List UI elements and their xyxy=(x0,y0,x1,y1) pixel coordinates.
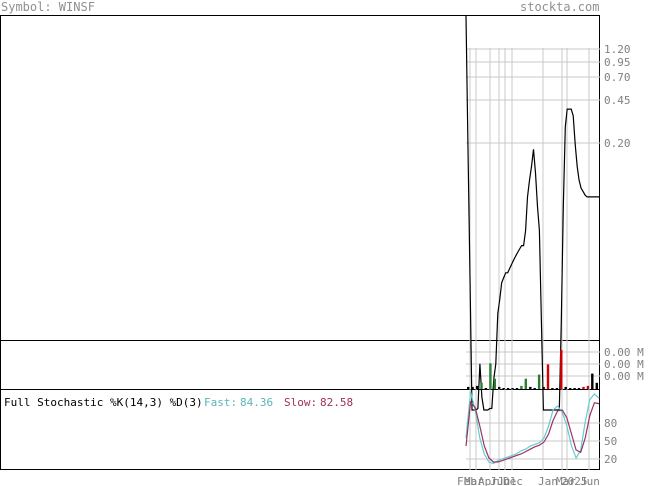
volume-bar-13 xyxy=(520,385,523,389)
price-tick-1: 1.20 xyxy=(604,43,631,56)
volume-bar-15 xyxy=(529,386,532,389)
volume-bar-8 xyxy=(498,386,501,389)
volume-bar-16 xyxy=(533,388,536,389)
volume-bar-27 xyxy=(582,386,585,389)
price-panel-frame xyxy=(0,15,600,341)
x-label-jan: Jan xyxy=(538,475,558,486)
price-tick-3: 0.70 xyxy=(604,71,631,84)
slow-value: 82.58 xyxy=(320,396,353,409)
volume-bar-1 xyxy=(467,386,470,389)
x-label-apr: Apr xyxy=(478,475,498,486)
volume-bar-5 xyxy=(484,388,488,389)
volume-bar-10 xyxy=(506,388,510,389)
volume-bar-30 xyxy=(595,382,598,389)
fast-k-line xyxy=(465,391,600,465)
volume-bar-4 xyxy=(480,382,483,389)
volume-bar-21 xyxy=(555,388,559,389)
volume-tick-3: 0.00 M xyxy=(604,370,644,383)
volume-bars xyxy=(467,350,598,389)
volume-bar-14 xyxy=(524,378,527,389)
x-label-mar: Mar xyxy=(464,475,484,486)
horizontal-gridlines xyxy=(466,48,600,460)
slow-label: Slow: xyxy=(284,396,317,409)
price-series xyxy=(465,15,599,411)
volume-tick-2: 0.00 M xyxy=(604,358,644,371)
x-label-jun: Jun xyxy=(490,475,510,486)
x-label-feb: Feb xyxy=(457,475,477,486)
fast-label: Fast: xyxy=(204,396,237,409)
x-axis-labels: Feb Mar Apr Jun Jul Dec Jan Mar 2025 Jun xyxy=(457,475,600,486)
volume-bar-9 xyxy=(502,388,505,389)
volume-bar-24 xyxy=(569,388,572,389)
price-tick-5: 0.20 xyxy=(604,137,631,150)
stoch-tick-50: 50 xyxy=(604,435,617,448)
x-label-jun2: Jun xyxy=(580,475,600,486)
volume-tick-1: 0.00 M xyxy=(604,346,644,359)
volume-bar-11 xyxy=(511,388,514,389)
site-label: stockta.com xyxy=(520,0,600,14)
volume-bar-3 xyxy=(475,385,479,389)
slow-d-line xyxy=(465,400,600,463)
stoch-tick-80: 80 xyxy=(604,417,617,430)
volume-bar-12 xyxy=(515,388,519,389)
x-label-mar2: Mar xyxy=(556,475,576,486)
stochastic-panel-frame xyxy=(0,389,600,470)
volume-bar-26 xyxy=(577,388,581,389)
volume-bar-23 xyxy=(564,386,567,389)
price-line xyxy=(465,15,599,411)
volume-panel-frame xyxy=(0,340,600,390)
symbol-label: Symbol: WINSF xyxy=(1,0,95,14)
x-label-2025: 2025 xyxy=(561,475,588,486)
fast-value: 84.36 xyxy=(240,396,273,409)
volume-bar-17 xyxy=(537,374,541,389)
price-tick-2: 0.95 xyxy=(604,56,631,69)
stoch-tick-20: 20 xyxy=(604,453,617,466)
volume-bar-7 xyxy=(493,378,496,389)
vertical-gridlines xyxy=(469,48,590,470)
x-label-dec: Dec xyxy=(503,475,523,486)
stochastic-title: Full Stochastic %K(14,3) %D(3) xyxy=(4,396,203,409)
volume-bar-2 xyxy=(471,386,474,389)
price-tick-4: 0.45 xyxy=(604,94,631,107)
volume-bar-29 xyxy=(591,373,594,389)
volume-bar-28 xyxy=(586,385,590,389)
volume-bar-18 xyxy=(542,386,545,389)
volume-bar-22 xyxy=(560,350,563,389)
volume-bar-19 xyxy=(546,364,550,389)
volume-bar-20 xyxy=(551,388,554,389)
volume-bar-25 xyxy=(573,388,576,389)
stochastic-series xyxy=(465,391,600,465)
x-label-jul: Jul xyxy=(497,475,517,486)
volume-bar-6 xyxy=(489,363,492,389)
